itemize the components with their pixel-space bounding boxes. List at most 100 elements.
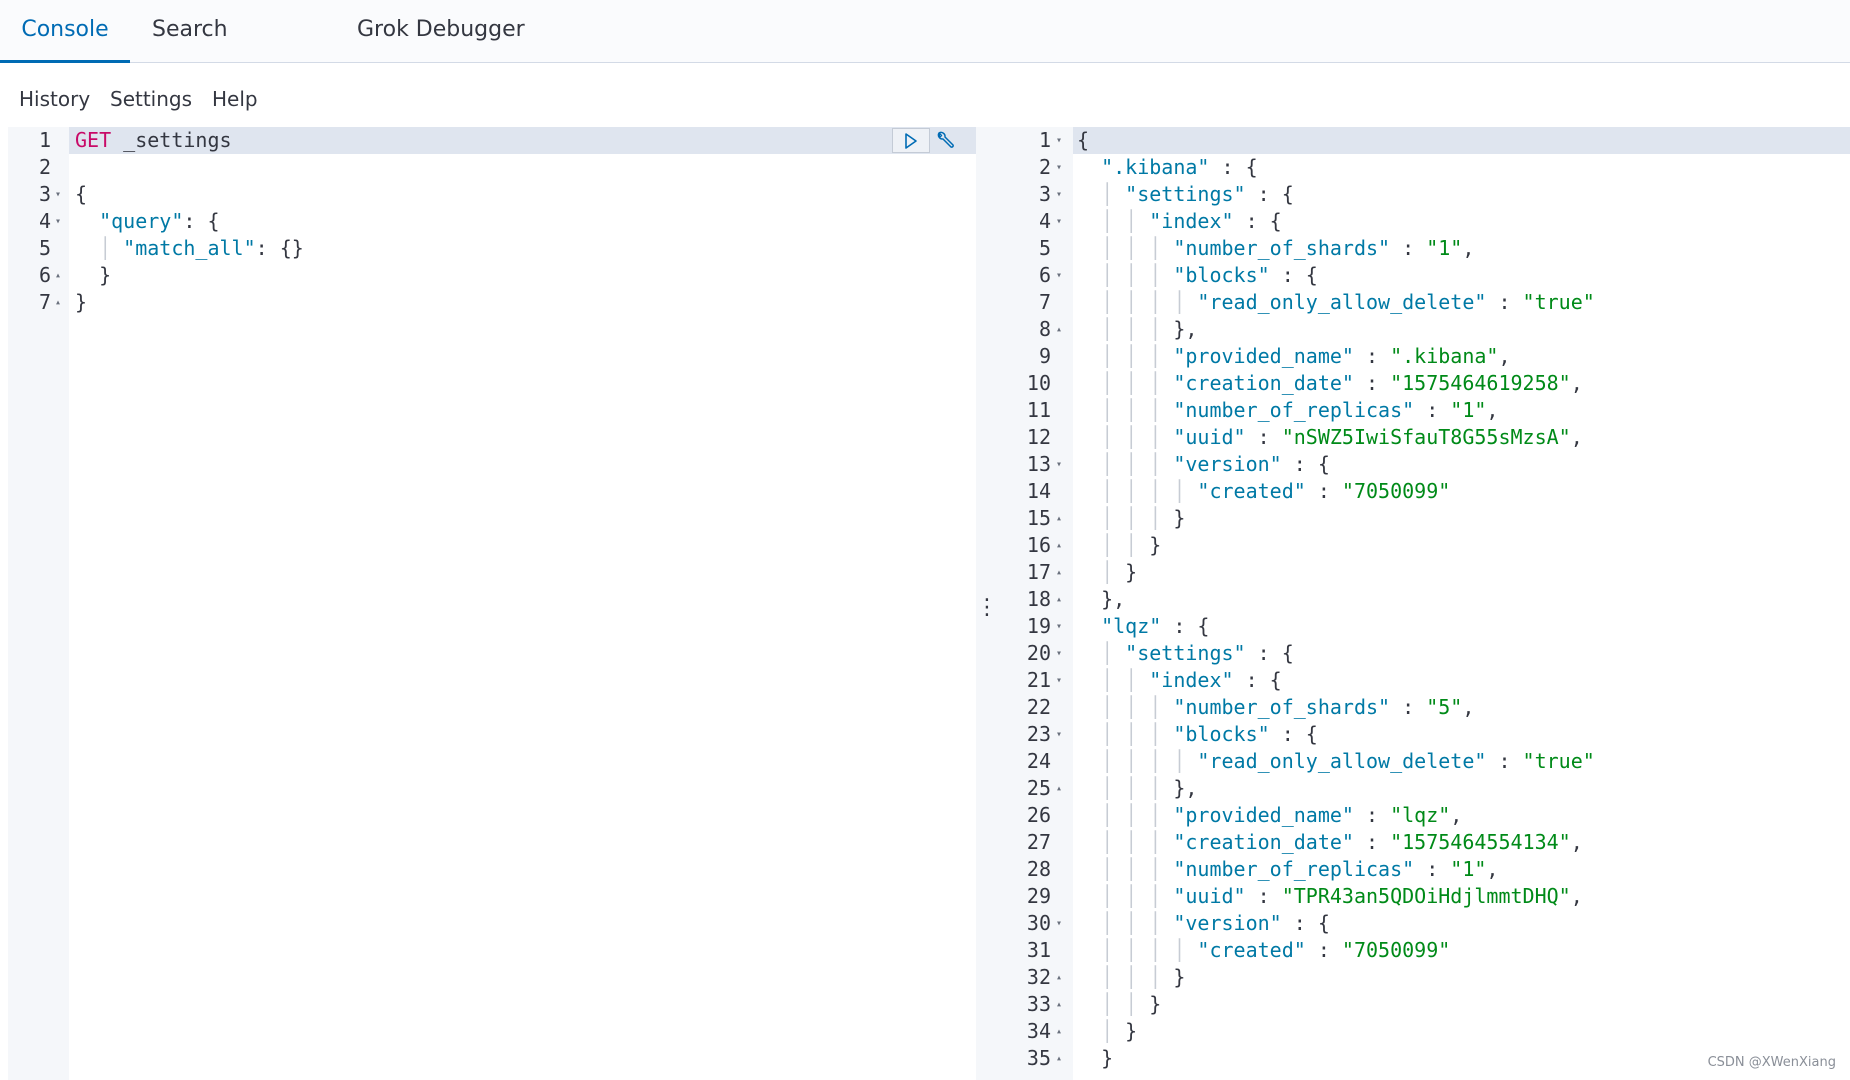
fold-close-icon[interactable]: ▴ (1056, 1026, 1063, 1037)
fold-open-icon[interactable]: ▾ (1056, 216, 1063, 227)
response-code-line[interactable]: 16▴ │ │ } (998, 532, 1850, 559)
fold-open-icon[interactable]: ▾ (1056, 648, 1063, 659)
line-number: 23 (1026, 722, 1051, 746)
line-number: 22 (1026, 695, 1051, 719)
response-code-line[interactable]: 32▴ │ │ │ } (998, 964, 1850, 991)
settings-link[interactable]: Settings (110, 87, 193, 111)
code-token: "1575464619258" (1390, 371, 1571, 395)
fold-open-icon[interactable]: ▾ (55, 189, 62, 200)
code-token: : (1305, 479, 1342, 503)
fold-close-icon[interactable]: ▴ (1056, 1053, 1063, 1064)
code-token (75, 209, 99, 233)
request-code-line[interactable]: 6▴ } (8, 262, 976, 289)
response-code-line[interactable]: 31 │ │ │ │ "created" : "7050099" (998, 937, 1850, 964)
response-code-line[interactable]: 14 │ │ │ │ "created" : "7050099" (998, 478, 1850, 505)
request-code-line[interactable]: 5 │ "match_all": {} (8, 235, 976, 262)
fold-close-icon[interactable]: ▴ (1056, 324, 1063, 335)
fold-close-icon[interactable]: ▴ (1056, 540, 1063, 551)
response-code-line[interactable]: 28 │ │ │ "number_of_replicas" : "1", (998, 856, 1850, 883)
code-token: │ │ │ (1077, 857, 1174, 881)
history-link[interactable]: History (19, 87, 91, 111)
response-code-line[interactable]: 27 │ │ │ "creation_date" : "157546455413… (998, 829, 1850, 856)
code-text: GET _settings (75, 127, 232, 154)
code-token: "true" (1522, 749, 1595, 773)
fold-open-icon[interactable]: ▾ (1056, 189, 1063, 200)
response-code-line[interactable]: 35▴ } (998, 1045, 1850, 1072)
fold-close-icon[interactable]: ▴ (1056, 594, 1063, 605)
code-token: ".kibana" (1390, 344, 1499, 368)
play-icon (905, 132, 917, 149)
response-code-line[interactable]: 24 │ │ │ │ "read_only_allow_delete" : "t… (998, 748, 1850, 775)
response-code-line[interactable]: 21▾ │ │ "index" : { (998, 667, 1850, 694)
response-code-line[interactable]: 26 │ │ │ "provided_name" : "lqz", (998, 802, 1850, 829)
fold-close-icon[interactable]: ▴ (1056, 972, 1063, 983)
fold-close-icon[interactable]: ▴ (55, 297, 62, 308)
response-code-line[interactable]: 5 │ │ │ "number_of_shards" : "1", (998, 235, 1850, 262)
response-code-line[interactable]: 15▴ │ │ │ } (998, 505, 1850, 532)
tab-console[interactable]: Console (0, 0, 130, 63)
code-text: │ │ │ }, (1077, 775, 1197, 802)
tab-grok-debugger[interactable]: Grok Debugger (357, 17, 525, 42)
request-options-button[interactable] (930, 128, 960, 153)
code-text: │ │ │ │ "created" : "7050099" (1077, 478, 1450, 505)
fold-open-icon[interactable]: ▾ (1056, 459, 1063, 470)
response-code-line[interactable]: 23▾ │ │ │ "blocks" : { (998, 721, 1850, 748)
code-token: , (1570, 830, 1583, 854)
response-code-line[interactable]: 30▾ │ │ │ "version" : { (998, 910, 1850, 937)
line-number: 27 (1026, 830, 1051, 854)
response-code-line[interactable]: 9 │ │ │ "provided_name" : ".kibana", (998, 343, 1850, 370)
response-code-line[interactable]: 4▾ │ │ "index" : { (998, 208, 1850, 235)
tab-search-profiler[interactable]: Search Profiler (152, 17, 229, 102)
fold-close-icon[interactable]: ▴ (1056, 567, 1063, 578)
pane-resizer[interactable]: ⋮ (976, 127, 998, 1080)
response-code-line[interactable]: 29 │ │ │ "uuid" : "TPR43an5QDOiHdjlmmtDH… (998, 883, 1850, 910)
fold-close-icon[interactable]: ▴ (1056, 513, 1063, 524)
fold-open-icon[interactable]: ▾ (1056, 918, 1063, 929)
fold-open-icon[interactable]: ▾ (1056, 675, 1063, 686)
help-link[interactable]: Help (212, 87, 258, 111)
code-token: │ │ (1077, 992, 1150, 1016)
response-code-line[interactable]: 13▾ │ │ │ "version" : { (998, 451, 1850, 478)
code-text: ".kibana" : { (1077, 154, 1258, 181)
response-code-line[interactable]: 2▾ ".kibana" : { (998, 154, 1850, 181)
line-number: 9 (1038, 344, 1051, 368)
response-code-line[interactable]: 3▾ │ "settings" : { (998, 181, 1850, 208)
send-request-button[interactable] (892, 128, 930, 153)
response-code-line[interactable]: 8▴ │ │ │ }, (998, 316, 1850, 343)
fold-open-icon[interactable]: ▾ (1056, 729, 1063, 740)
code-token: "created" (1197, 479, 1306, 503)
code-token: "1575464554134" (1390, 830, 1571, 854)
response-code-line[interactable]: 12 │ │ │ "uuid" : "nSWZ5IwiSfauT8G55sMzs… (998, 424, 1850, 451)
response-code-line[interactable]: 6▾ │ │ │ "blocks" : { (998, 262, 1850, 289)
response-code-line[interactable]: 34▴ │ } (998, 1018, 1850, 1045)
fold-close-icon[interactable]: ▴ (55, 270, 62, 281)
fold-open-icon[interactable]: ▾ (1056, 162, 1063, 173)
fold-open-icon[interactable]: ▾ (1056, 135, 1063, 146)
request-code-line[interactable]: 4▾ "query": { (8, 208, 976, 235)
response-code-line[interactable]: 19▾ "lqz" : { (998, 613, 1850, 640)
fold-open-icon[interactable]: ▾ (1056, 621, 1063, 632)
request-code-line[interactable]: 3▾{ (8, 181, 976, 208)
response-code-line[interactable]: 10 │ │ │ "creation_date" : "157546461925… (998, 370, 1850, 397)
response-code-line[interactable]: 7 │ │ │ │ "read_only_allow_delete" : "tr… (998, 289, 1850, 316)
response-code-line[interactable]: 20▾ │ "settings" : { (998, 640, 1850, 667)
fold-open-icon[interactable]: ▾ (55, 216, 62, 227)
response-viewer[interactable]: 1▾{2▾ ".kibana" : {3▾ │ "settings" : {4▾… (998, 127, 1850, 1080)
code-token: "blocks" (1173, 722, 1270, 746)
response-code-line[interactable]: 17▴ │ } (998, 559, 1850, 586)
request-code-line[interactable]: 2 (8, 154, 976, 181)
code-token: "7050099" (1341, 938, 1451, 962)
fold-close-icon[interactable]: ▴ (1056, 783, 1063, 794)
response-code-line[interactable]: 33▴ │ │ } (998, 991, 1850, 1018)
fold-open-icon[interactable]: ▾ (1056, 270, 1063, 281)
response-code-line[interactable]: 1▾{ (998, 127, 1850, 154)
response-code-line[interactable]: 25▴ │ │ │ }, (998, 775, 1850, 802)
request-code-line[interactable]: 7▴} (8, 289, 976, 316)
response-code-line[interactable]: 11 │ │ │ "number_of_replicas" : "1", (998, 397, 1850, 424)
code-token: │ │ │ (1077, 371, 1174, 395)
response-code-line[interactable]: 18▴ }, (998, 586, 1850, 613)
response-code-line[interactable]: 22 │ │ │ "number_of_shards" : "5", (998, 694, 1850, 721)
fold-close-icon[interactable]: ▴ (1056, 999, 1063, 1010)
